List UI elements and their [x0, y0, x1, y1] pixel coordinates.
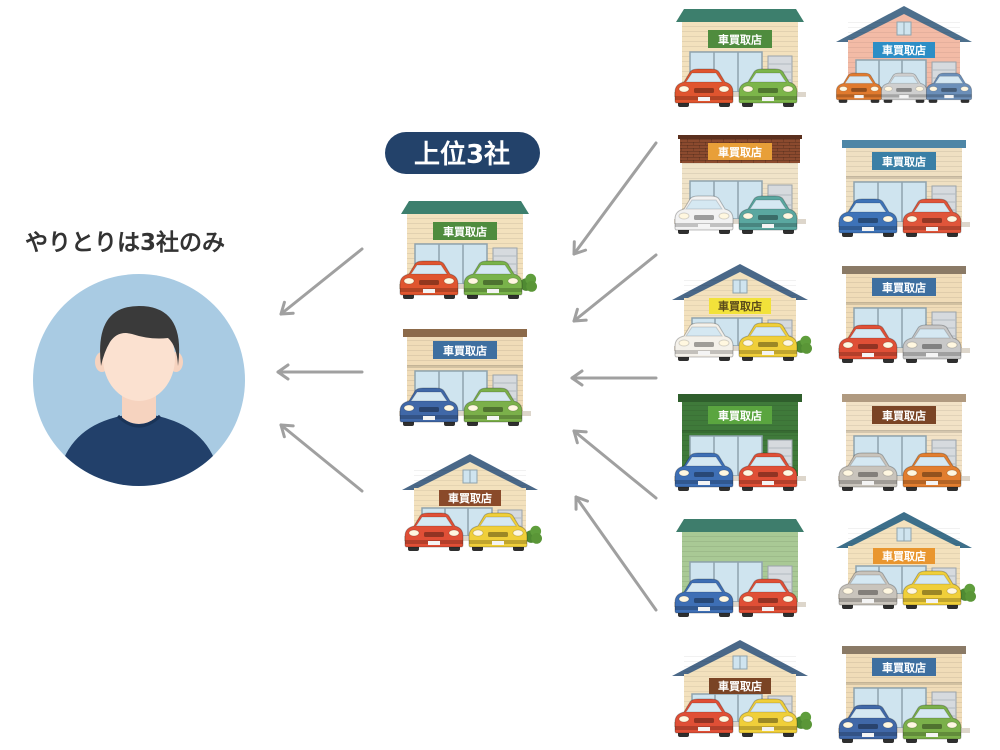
shop-sign — [872, 658, 936, 676]
shop-sign — [708, 406, 772, 424]
person-shirt — [56, 414, 222, 486]
shop-r4-c2: 車買取店 — [837, 393, 971, 492]
shop-sign-label: 車買取店 — [718, 409, 762, 423]
shop-r6-c2: 車買取店 — [837, 645, 971, 744]
shop-sign-label: 車買取店 — [882, 281, 926, 295]
arrow-icon — [572, 429, 658, 500]
arrow-icon — [572, 141, 658, 256]
shop-sign — [709, 678, 771, 694]
shop-sign-label: 車買取店 — [443, 344, 487, 358]
shop-sign — [439, 490, 501, 506]
shop-r3-c2: 車買取店 — [837, 265, 971, 364]
shop-sign-label: 車買取店 — [718, 145, 762, 159]
badge-label: 上位3社 — [414, 139, 510, 170]
shop-sign-label: 車買取店 — [718, 679, 762, 693]
top3-shops: 車買取店 車買取店 車買取店 — [398, 200, 542, 552]
badge-background — [385, 132, 540, 174]
person-icon — [33, 274, 245, 486]
shop-sign-label: 車買取店 — [882, 409, 926, 423]
top3-badge: 上位3社 — [385, 132, 540, 174]
arrows-to-top3 — [570, 141, 658, 612]
person-hair — [100, 306, 180, 366]
arrow-icon — [279, 247, 364, 316]
shop-r2-c1: 車買取店 — [673, 134, 807, 235]
shop-sign-label: 車買取店 — [443, 225, 487, 239]
top-shop-3: 車買取店 — [401, 453, 542, 552]
shop-sign-label: 車買取店 — [718, 299, 762, 313]
shop-sign — [708, 30, 772, 48]
shop-sign-label: 車買取店 — [882, 549, 926, 563]
shop-sign — [433, 222, 497, 240]
arrow-icon — [574, 495, 658, 612]
arrow-icon — [572, 253, 658, 323]
shop-sign — [873, 548, 935, 564]
arrow-icon — [279, 423, 364, 493]
shop-sign-label: 車買取店 — [882, 661, 926, 675]
caption: やりとりは3社のみ — [25, 229, 225, 256]
shop-sign-label: 車買取店 — [448, 491, 492, 505]
shop-sign — [872, 152, 936, 170]
arrows-to-user — [276, 247, 364, 493]
shop-sign — [709, 298, 771, 314]
shop-r5-c2: 車買取店 — [835, 511, 976, 610]
shop-r1-c1: 車買取店 — [673, 8, 807, 108]
shop-sign-label: 車買取店 — [882, 155, 926, 169]
shop-sign — [708, 143, 772, 160]
shop-r3-c1: 車買取店 — [671, 263, 812, 362]
shop-r1-c2: 車買取店 — [835, 5, 973, 104]
shop-sign — [433, 341, 497, 359]
top-shop-2: 車買取店 — [398, 328, 532, 427]
top-shop-1: 車買取店 — [398, 200, 537, 300]
shop-sign-label: 車買取店 — [882, 43, 926, 57]
shop-sign — [872, 278, 936, 296]
shop-sign — [872, 406, 936, 424]
shop-r4-c1: 車買取店 — [673, 393, 807, 492]
shop-r6-c1: 車買取店 — [671, 639, 812, 738]
shop-r2-c2: 車買取店 — [837, 139, 971, 238]
shop-r5-c1 — [673, 518, 807, 618]
shop-sign-label: 車買取店 — [718, 33, 762, 47]
shop-sign — [873, 42, 935, 58]
other-shops: 車買取店 車買取店 車買取店 車買取店 — [671, 5, 976, 744]
